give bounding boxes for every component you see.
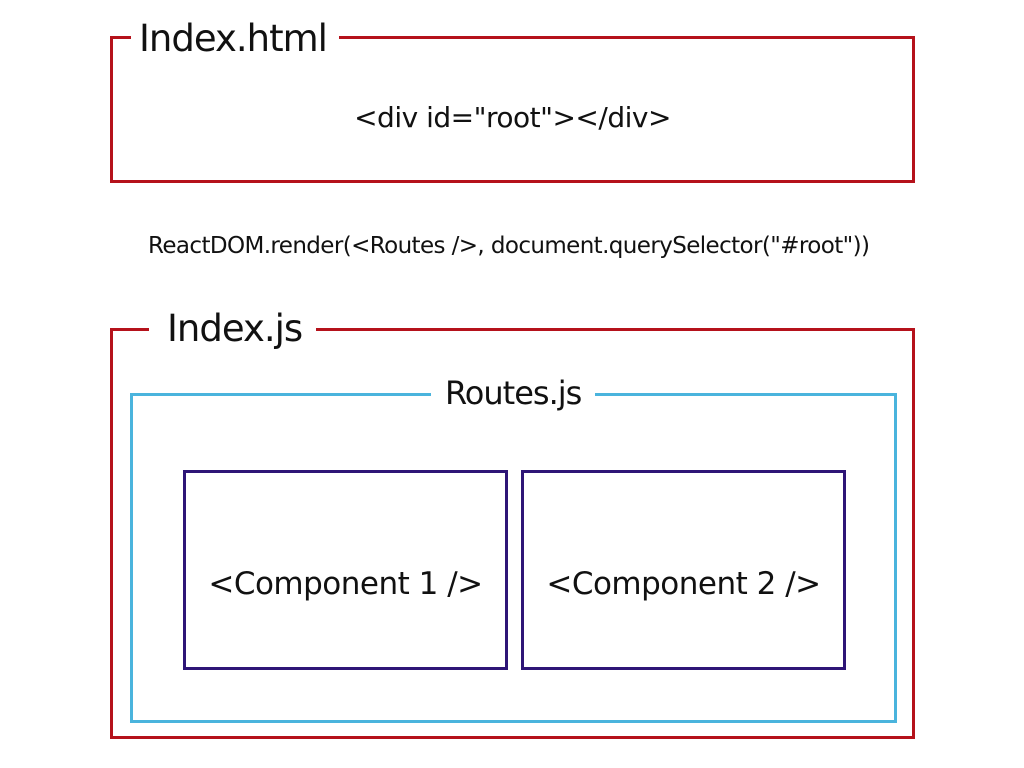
- component-2-label: <Component 2 />: [546, 566, 821, 602]
- component-2-box: <Component 2 />: [521, 470, 846, 670]
- routes-js-box: Routes.js <Component 1 /> <Component 2 /…: [130, 377, 897, 723]
- index-html-title: Index.html: [131, 20, 339, 57]
- index-html-box: Index.html <div id="root"></div>: [110, 20, 915, 183]
- component-1-box: <Component 1 />: [183, 470, 508, 670]
- index-js-title: Index.js: [149, 310, 317, 347]
- index-js-box: Index.js Routes.js <Component 1 /> <Comp…: [110, 310, 915, 739]
- render-call-text: ReactDOM.render(<Routes />, document.que…: [148, 233, 870, 259]
- root-div-markup: <div id="root"></div>: [354, 101, 671, 134]
- component-1-label: <Component 1 />: [208, 566, 483, 602]
- routes-js-title: Routes.js: [431, 377, 596, 409]
